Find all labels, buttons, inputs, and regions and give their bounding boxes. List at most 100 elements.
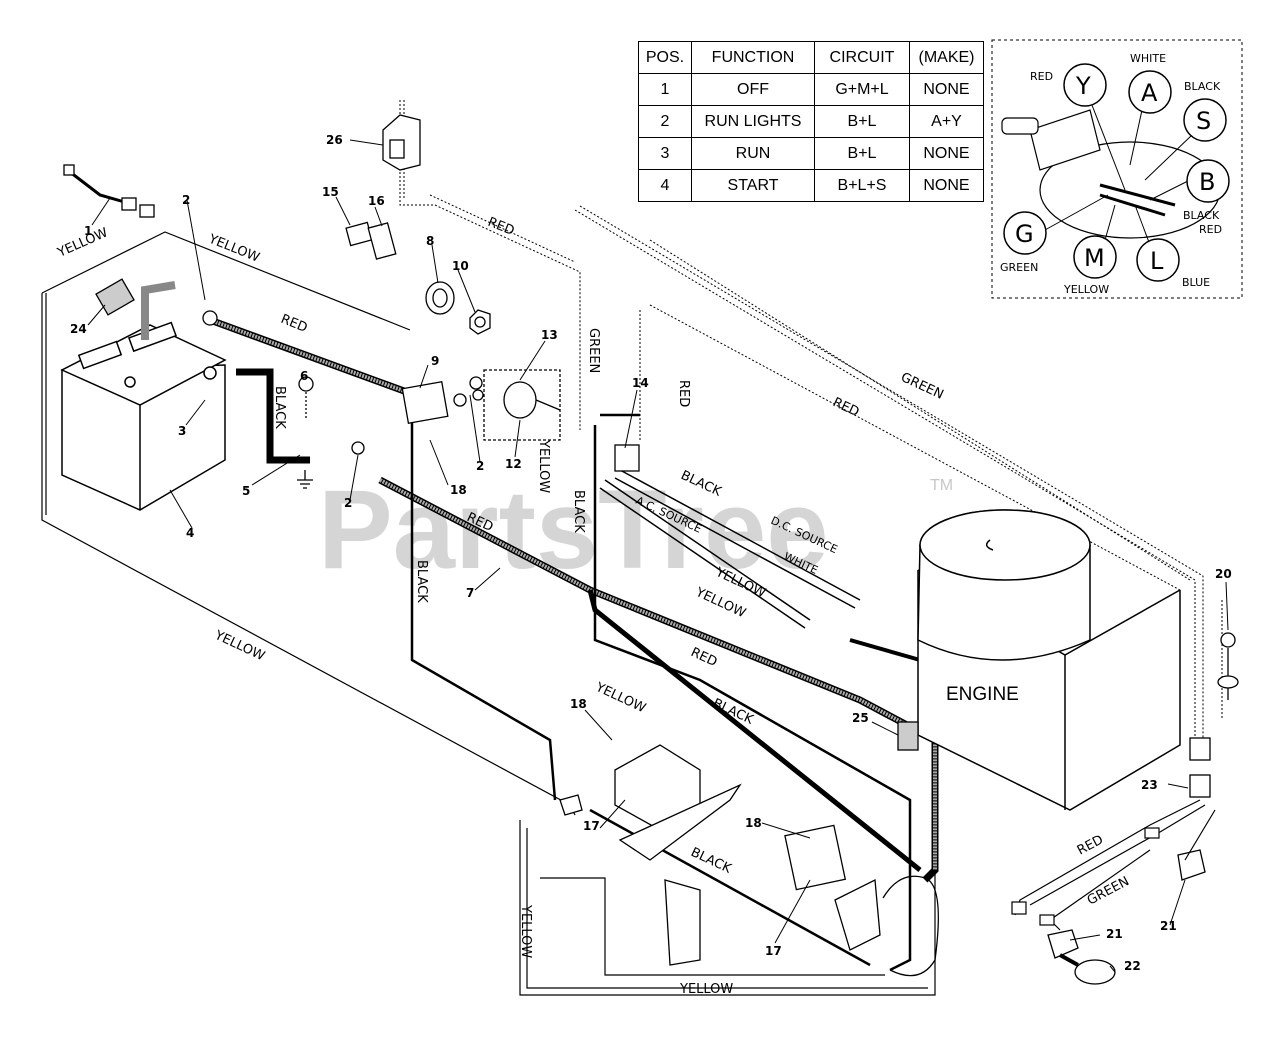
cell-pos: 1 [638, 73, 692, 106]
cell-circuit: B+L [814, 137, 910, 170]
header-pos: POS. [638, 41, 692, 74]
light-plugs [1011, 827, 1160, 926]
header-circuit: CIRCUIT [814, 41, 910, 74]
header-make: (MAKE) [909, 41, 984, 74]
cell-make: A+Y [909, 105, 984, 138]
part-number-3: 3 [178, 424, 186, 438]
seat-switch-wire [882, 875, 939, 977]
cell-make: NONE [909, 73, 984, 106]
part-number-18c: 18 [745, 816, 762, 830]
watermark-tm: TM [930, 477, 953, 494]
terminal-color-B-2: RED [1199, 223, 1222, 236]
part-number-23: 23 [1141, 778, 1158, 792]
part-number-17a: 17 [583, 819, 600, 833]
engine: ENGINE [917, 509, 1181, 811]
table-row: 2 RUN LIGHTS B+L A+Y [638, 105, 984, 138]
cell-function: START [691, 169, 815, 202]
cell-make: NONE [909, 137, 984, 170]
terminal-letter-B: B [1199, 168, 1215, 196]
part-number-26: 26 [326, 133, 343, 147]
wire-label-red-4: RED [830, 395, 861, 420]
ground-screw-6 [298, 376, 314, 420]
wire-label-black-4: BLACK [414, 560, 429, 603]
terminal-color-S: BLACK [1184, 80, 1221, 93]
part-number-16: 16 [368, 194, 385, 208]
switch-17-upper [614, 744, 742, 861]
watermark: PartsTree [318, 467, 829, 592]
battery [60, 281, 227, 511]
cell-circuit: B+L+S [814, 169, 910, 202]
cell-function: RUN [691, 137, 815, 170]
part-number-9: 9 [431, 354, 439, 368]
wire-label-yellow-7: YELLOW [592, 680, 648, 717]
part-number-17b: 17 [765, 944, 782, 958]
part-number-22: 22 [1124, 959, 1141, 973]
part-number-14: 14 [632, 376, 649, 390]
part-number-1: 1 [84, 224, 92, 238]
wire-label-yellow-2: YELLOW [206, 231, 262, 265]
ignition-switch-illustration [1001, 109, 1221, 239]
part-number-24: 24 [70, 322, 87, 336]
ignition-terminal-legend: Y A S B G M L RED WHITE BLACK BLACK RED … [991, 39, 1243, 299]
part-number-2b: 2 [476, 459, 484, 473]
plug-25 [897, 721, 919, 751]
ignition-switch-12-13 [483, 369, 561, 441]
part-number-21a: 21 [1106, 927, 1123, 941]
terminal-letter-S: S [1196, 107, 1211, 135]
wire-label-red-7: RED [1075, 832, 1106, 858]
fuse-16 [367, 222, 397, 260]
cell-function: RUN LIGHTS [691, 105, 815, 138]
washer-2 [202, 310, 483, 455]
table-row: 3 RUN B+L NONE [638, 137, 984, 170]
connector-17-plug [559, 794, 583, 816]
part-number-25: 25 [852, 711, 869, 725]
part-number-15: 15 [322, 185, 339, 199]
wire-label-black-6: BLACK [688, 845, 733, 877]
terminal-letter-M: M [1084, 244, 1105, 272]
cell-function: OFF [691, 73, 815, 106]
solenoid-9 [401, 381, 484, 424]
nut-10 [469, 309, 491, 335]
black-battery-cable [236, 368, 310, 464]
ignition-switch-table: POS. FUNCTION CIRCUIT (MAKE) 1 OFF G+M+L… [638, 41, 984, 202]
terminal-14 [614, 444, 640, 472]
part-number-20: 20 [1215, 567, 1232, 581]
part-number-8: 8 [426, 234, 434, 248]
cell-circuit: G+M+L [814, 73, 910, 106]
table-row: 4 START B+L+S NONE [638, 169, 984, 202]
wire-label-black-2: BLACK [571, 490, 586, 533]
cell-circuit: B+L [814, 105, 910, 138]
wire-label-red-6: RED [688, 645, 719, 670]
wire-label-yellow-1: YELLOW [55, 225, 111, 261]
ground-symbol [297, 470, 313, 489]
wire-label-green-2: GREEN [898, 370, 945, 403]
terminal-color-M: YELLOW [1063, 283, 1109, 296]
leader-lines [87, 139, 1229, 973]
ignition-module-26 [382, 114, 421, 171]
wire-label-red-1: RED [279, 312, 310, 336]
part-number-6: 6 [300, 369, 308, 383]
headlight-21b [1177, 849, 1206, 881]
headlight-21a [1047, 929, 1079, 959]
cell-pos: 3 [638, 137, 692, 170]
bezel-8 [425, 281, 455, 315]
part-number-12: 12 [505, 457, 522, 471]
terminal-color-B-1: BLACK [1183, 209, 1220, 222]
part-number-7: 7 [466, 586, 474, 600]
fuse-holder-15 [345, 221, 373, 247]
wire-label-yellow-3: YELLOW [536, 439, 551, 493]
part-number-18a: 18 [450, 483, 467, 497]
wire-label-green-1: GREEN [586, 328, 601, 373]
wire-label-red-3: RED [676, 380, 691, 407]
cell-pos: 2 [638, 105, 692, 138]
terminal-letter-G: G [1015, 220, 1034, 248]
part-number-13: 13 [541, 328, 558, 342]
terminal-color-G: GREEN [1000, 261, 1038, 274]
connector-23 [1189, 737, 1211, 798]
switch-17-lower [664, 824, 881, 966]
part-number-21b: 21 [1160, 919, 1177, 933]
terminal-color-Y: RED [1030, 70, 1053, 83]
ground-screw-20 [1217, 632, 1239, 700]
wire-label-yellow-9: YELLOW [679, 982, 733, 997]
